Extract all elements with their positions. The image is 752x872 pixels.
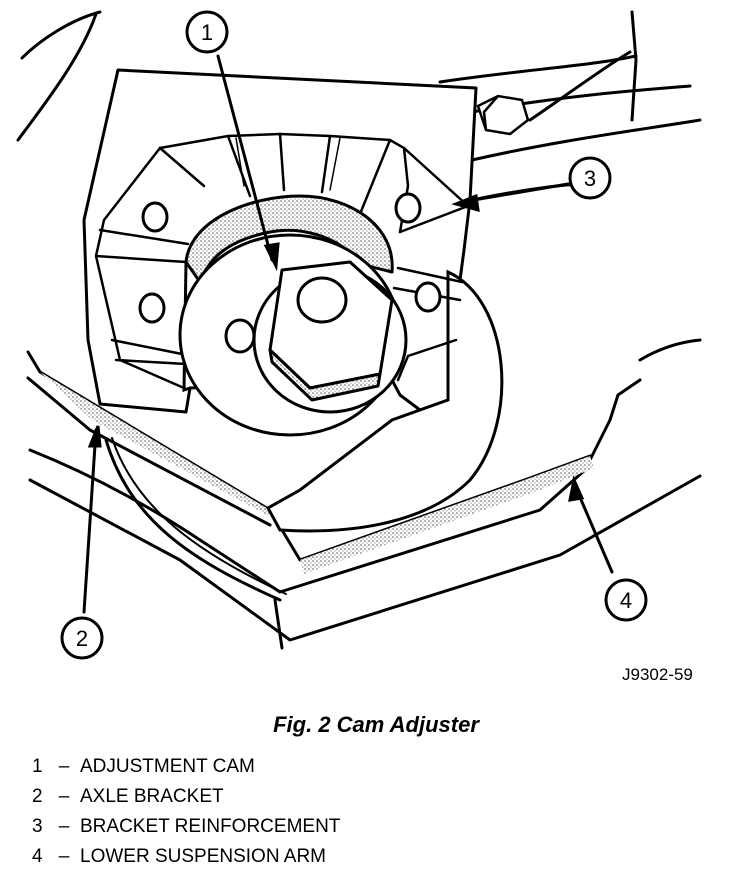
legend-item: 2–AXLE BRACKET <box>32 782 340 812</box>
adjustment-cam-disk <box>265 269 504 533</box>
legend-separator: – <box>58 816 70 837</box>
figure-caption: Fig. 2 Cam Adjuster <box>273 712 479 737</box>
callout-3: 3 <box>568 156 612 200</box>
callout-1: 1 <box>185 10 229 54</box>
axle-bracket-shading <box>40 372 276 520</box>
legend-item-number: 2 <box>32 786 43 807</box>
callout-leaders <box>82 54 614 614</box>
callout-2: 2 <box>60 616 104 660</box>
legend-item-label: BRACKET REINFORCEMENT <box>80 816 341 837</box>
legend-separator: – <box>58 786 70 807</box>
callout-2-number: 2 <box>76 626 88 651</box>
figure-reference-code: J9302-59 <box>622 665 693 684</box>
legend-list: 1–ADJUSTMENT CAM 2–AXLE BRACKET 3–BRACKE… <box>32 752 340 872</box>
legend-separator: – <box>58 846 70 867</box>
callout-1-number: 1 <box>201 20 213 45</box>
arm-edge-shading <box>300 456 594 574</box>
legend-item: 1–ADJUSTMENT CAM <box>32 752 340 782</box>
legend-item-label: ADJUSTMENT CAM <box>80 756 255 777</box>
legend-item-number: 1 <box>32 756 43 777</box>
plate-holes <box>138 192 442 324</box>
legend-item-number: 4 <box>32 846 43 867</box>
cam-bolt-hex-head <box>268 260 394 402</box>
rear-bolt <box>476 94 530 136</box>
legend-item-label: LOWER SUSPENSION ARM <box>80 846 326 867</box>
legend-item: 3–BRACKET REINFORCEMENT <box>32 812 340 842</box>
cam-adjuster-illustration: 1 2 3 4 <box>16 10 702 660</box>
callout-4: 4 <box>604 578 648 622</box>
legend-item-number: 3 <box>32 816 43 837</box>
legend-item: 4–LOWER SUSPENSION ARM <box>32 842 340 872</box>
plate-ribs <box>94 132 470 390</box>
callout-4-number: 4 <box>620 588 632 613</box>
legend-item-label: AXLE BRACKET <box>80 786 224 807</box>
legend-separator: – <box>58 756 70 777</box>
callout-3-number: 3 <box>584 166 596 191</box>
